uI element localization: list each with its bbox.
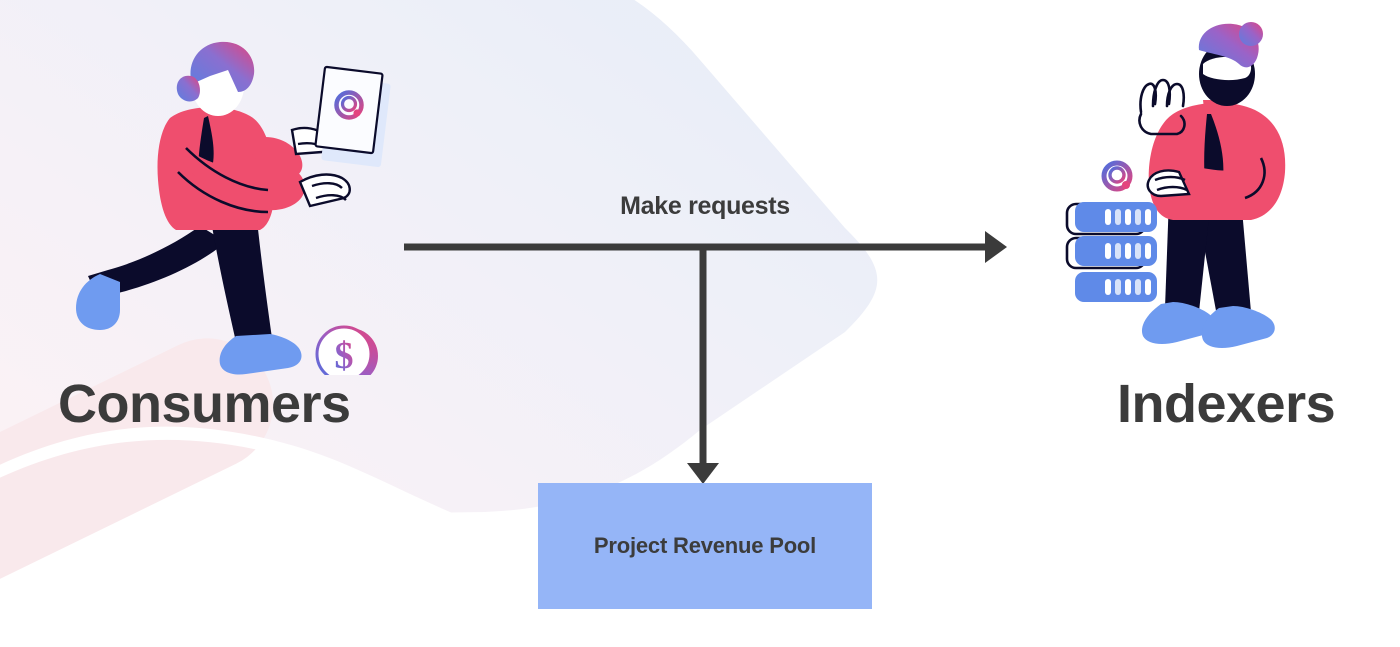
node-label-indexers: Indexers (1117, 374, 1336, 434)
graph-protocol-logo-icon (334, 90, 364, 120)
arrow-right-icon (404, 231, 1007, 263)
project-revenue-pool-box: Project Revenue Pool (538, 483, 872, 609)
edge-label-make-requests: Make requests (620, 192, 790, 220)
project-revenue-pool-label: Project Revenue Pool (593, 533, 817, 559)
waving-hand-icon (1138, 78, 1186, 136)
graph-protocol-logo-icon (1101, 160, 1133, 192)
node-label-consumers: Consumers (58, 374, 351, 434)
arrow-down-icon (687, 247, 719, 484)
server-stack-icon (1065, 202, 1157, 302)
svg-text:$: $ (335, 335, 354, 375)
consumer-figure-illustration: $ (76, 41, 391, 375)
indexer-figure-illustration (1065, 22, 1286, 348)
dollar-coin-icon: $ (315, 325, 378, 375)
